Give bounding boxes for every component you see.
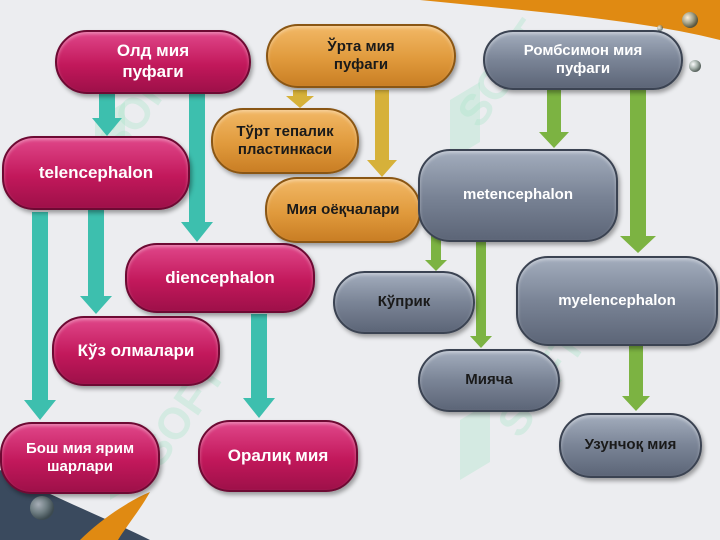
node-cerebellum: Мияча: [418, 349, 560, 412]
node-cerebral-peduncles: Мия оёқчалари: [265, 177, 421, 243]
node-pons: Кўприк: [333, 271, 475, 334]
arrow-old-to-telencephalon: [92, 92, 122, 136]
node-diencephalon: diencephalon: [125, 243, 315, 313]
arrow-rhomb-to-metencephalon: [539, 90, 569, 148]
water-drop-icon: [689, 60, 701, 72]
node-old-brain-vesicle: Олд мия пуфаги: [55, 30, 251, 94]
arrow-tel-to-eyecups: [80, 208, 112, 314]
water-drop-icon: [682, 12, 698, 28]
arrow-di-to-interbrain: [243, 314, 275, 418]
arrow-rhomb-to-myelencephalon: [620, 90, 656, 253]
arrow-myel-to-medulla: [622, 346, 650, 411]
arrow-old-to-diencephalon: [181, 92, 213, 242]
arrow-mid-to-quadrigeminal: [286, 90, 314, 108]
node-rhomboid-vesicle: Ромбсимон мия пуфаги: [483, 30, 683, 90]
node-interbrain: Оралиқ мия: [198, 420, 358, 492]
arrow-met-to-pons: [425, 234, 447, 271]
node-myelencephalon: myelencephalon: [516, 256, 718, 346]
arrow-mid-to-peduncles: [367, 90, 397, 177]
top-right-orange-accent: [420, 0, 720, 40]
node-medulla-oblongata: Узунчоқ мия: [559, 413, 702, 478]
water-drop-icon: [30, 496, 54, 520]
node-cerebral-hemispheres: Бош мия ярим шарлари: [0, 422, 160, 494]
bottom-left-orange-accent: [80, 492, 150, 540]
node-midbrain-vesicle: Ўрта мия пуфаги: [266, 24, 456, 88]
arrow-tel-to-hemispheres: [24, 212, 56, 420]
node-metencephalon: metencephalon: [418, 149, 618, 242]
water-drop-icon: [657, 25, 663, 31]
node-quadrigeminal-plate: Тўрт тепалик пластинкаси: [211, 108, 359, 174]
connector-arrows: [24, 90, 656, 420]
node-telencephalon: telencephalon: [2, 136, 190, 210]
arrow-met-to-cerebellum: [470, 242, 492, 348]
node-eye-cups: Кўз олмалари: [52, 316, 220, 386]
